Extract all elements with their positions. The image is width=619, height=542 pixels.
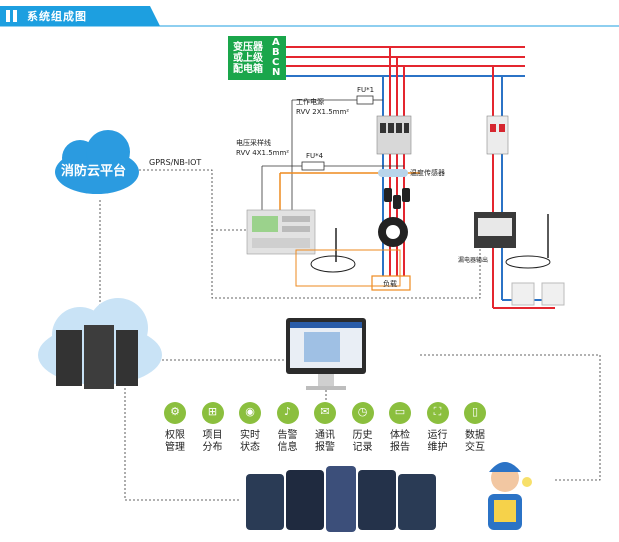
busbar-block (228, 36, 286, 80)
antenna-cable (310, 255, 356, 273)
feature-label: 告警信息 (271, 430, 305, 454)
phase-c-label: C (272, 57, 280, 68)
feature-label-line: 交互 (465, 442, 485, 453)
comm-links (99, 169, 601, 501)
realtime-icon: ◉ (239, 402, 261, 424)
feature-item[interactable]: ♪ 告警信息 (271, 402, 305, 454)
feature-label-line: 历史 (352, 430, 373, 441)
report-icon: ▭ (389, 402, 411, 424)
feature-label-line: 实时 (240, 430, 260, 441)
message-icon: ✉ (314, 402, 336, 424)
branch-device (474, 212, 516, 248)
main-breaker (376, 115, 412, 155)
feature-item[interactable]: ⚙ 权限管理 (158, 402, 192, 454)
branch-antenna-cable (505, 255, 551, 269)
voltage-cable-label: RVV 4X1.5mm² (236, 149, 290, 157)
bus-label-line1: 变压器 (233, 42, 263, 53)
feature-glyph: ✉ (320, 405, 330, 418)
feature-glyph: ⊞ (207, 405, 218, 418)
feature-label-line: 状态 (240, 442, 260, 453)
feature-label-line: 维护 (427, 442, 448, 453)
power-supply-label: 工作电源 (296, 98, 324, 106)
power-cable-label: RVV 2X1.5mm² (296, 108, 350, 116)
feature-label: 实时状态 (233, 430, 267, 454)
feature-label-line: 运行 (427, 430, 448, 441)
feature-label: 权限管理 (158, 430, 192, 454)
feature-label: 通讯报警 (308, 430, 342, 454)
feature-label-line: 数据 (465, 430, 485, 441)
section-title: 系统组成图 (27, 10, 87, 23)
cloud-shape (55, 130, 139, 194)
feature-label-line: 项目 (202, 430, 223, 441)
feature-item[interactable]: ⊞ 项目分布 (196, 402, 230, 454)
temp-sensor-label: 温度传感器 (410, 169, 445, 177)
feature-item[interactable]: ◉ 实时状态 (233, 402, 267, 454)
section-header: 系统组成图 (0, 6, 160, 26)
permission-icon: ⚙ (164, 402, 186, 424)
worker-illustration (488, 462, 532, 530)
feature-glyph: ◷ (357, 405, 368, 418)
current-transformers (378, 188, 410, 247)
socket-right (541, 282, 565, 306)
maintenance-icon: ⛶ (426, 402, 449, 424)
feature-label: 历史记录 (346, 430, 380, 454)
phase-a-label: A (272, 37, 280, 48)
voltage-sampling-label: 电压采样线 (236, 139, 271, 147)
fuse-1 (356, 95, 374, 105)
feature-glyph: ⚙ (170, 405, 180, 418)
data-icon: ▯ (464, 402, 486, 424)
feature-glyph: ◉ (245, 405, 255, 418)
phase-n-label: N (272, 67, 281, 78)
feature-glyph: ▯ (471, 405, 479, 418)
sensor-wire-loop (295, 249, 401, 287)
project-icon: ⊞ (201, 402, 224, 424)
device-output-label: 漏电器输出 (458, 257, 489, 264)
feature-label: 项目分布 (196, 430, 230, 454)
feature-label: 体检报告 (383, 430, 417, 454)
feature-item[interactable]: ✉ 通讯报警 (308, 402, 342, 454)
feature-glyph: ⛶ (433, 405, 442, 418)
load-label: 负载 (383, 280, 397, 288)
feature-label-line: 记录 (352, 442, 373, 453)
feature-label-line: 体检 (390, 430, 410, 441)
phase-b-label: B (272, 47, 280, 58)
feature-label-line: 分布 (202, 442, 223, 453)
phase-lines (286, 46, 556, 309)
feature-label-line: 通讯 (315, 430, 335, 441)
feature-item[interactable]: ◷ 历史记录 (346, 402, 380, 454)
cloud-platform-label: 消防云平台 (61, 164, 127, 179)
feature-item[interactable]: ▯ 数据交互 (458, 402, 492, 454)
branch-breaker (486, 115, 509, 155)
feature-glyph: ▭ (394, 405, 406, 418)
bus-label-line3: 配电箱 (233, 64, 263, 75)
feature-glyph: ♪ (283, 405, 292, 418)
alarm-icon: ♪ (276, 402, 299, 424)
feature-label-line: 管理 (165, 442, 185, 453)
feature-label: 数据交互 (458, 430, 492, 454)
feature-label-line: 信息 (277, 442, 298, 453)
protocol-label: GPRS/NB-IOT (149, 158, 202, 167)
feature-item[interactable]: ⛶ 运行维护 (421, 402, 455, 454)
monitoring-device (246, 209, 316, 255)
feature-label: 运行维护 (421, 430, 455, 454)
socket-left (511, 282, 535, 306)
fuse-4-label: FU*4 (306, 152, 324, 160)
fuse-4 (301, 161, 325, 171)
bus-label-line2: 或上级 (233, 53, 263, 64)
feature-label-line: 告警 (277, 430, 298, 441)
temp-sensor-probe (378, 169, 408, 177)
control-wiring (261, 99, 420, 210)
feature-label-line: 报警 (315, 442, 335, 453)
fuse-1-label: FU*1 (357, 86, 375, 94)
feature-label-line: 权限 (165, 430, 185, 441)
mobile-apps (246, 466, 436, 532)
history-icon: ◷ (351, 402, 374, 424)
desktop-monitor (286, 318, 366, 390)
feature-item[interactable]: ▭ 体检报告 (383, 402, 417, 454)
feature-label-line: 报告 (390, 442, 410, 453)
server-cloud (38, 298, 162, 389)
